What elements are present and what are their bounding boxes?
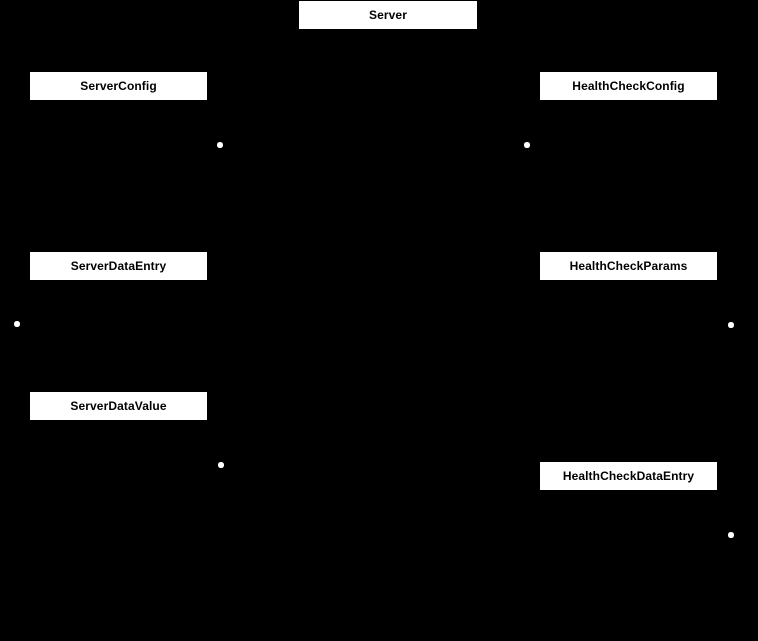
class-node-label: ServerConfig (80, 79, 157, 93)
edge-endpoint-marker (217, 142, 223, 148)
edge-endpoint-marker (728, 322, 734, 328)
edge-endpoint-marker (14, 321, 20, 327)
edge-endpoint-marker (728, 532, 734, 538)
class-node-label: HealthCheckParams (569, 259, 688, 273)
edge-endpoint-marker (218, 462, 224, 468)
class-node-server-config[interactable]: ServerConfig (29, 71, 208, 101)
class-node-server-data-value[interactable]: ServerDataValue (29, 391, 208, 421)
class-node-label: ServerDataEntry (70, 259, 167, 273)
class-node-server[interactable]: Server (298, 0, 478, 30)
class-node-label: Server (369, 8, 407, 22)
class-node-health-check-config[interactable]: HealthCheckConfig (539, 71, 718, 101)
class-node-label: HealthCheckDataEntry (562, 469, 695, 483)
class-node-server-data-entry[interactable]: ServerDataEntry (29, 251, 208, 281)
class-node-health-check-params[interactable]: HealthCheckParams (539, 251, 718, 281)
class-node-health-check-data-entry[interactable]: HealthCheckDataEntry (539, 461, 718, 491)
class-node-label: ServerDataValue (70, 399, 167, 413)
class-node-label: HealthCheckConfig (572, 79, 685, 93)
edge-endpoint-marker (524, 142, 530, 148)
